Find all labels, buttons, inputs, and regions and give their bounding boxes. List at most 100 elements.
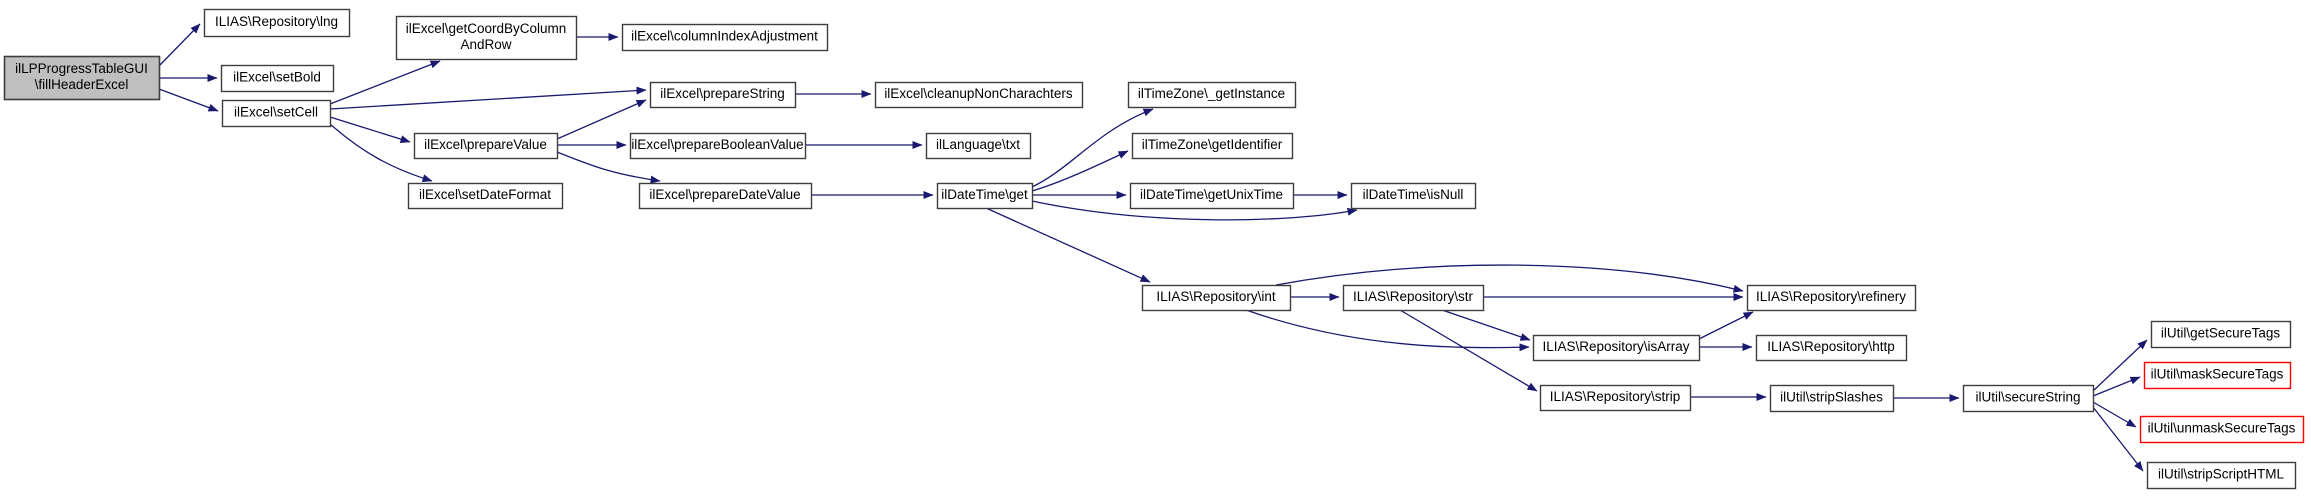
node-box-repository-lng[interactable] xyxy=(203,8,351,38)
node-box-util-unmask-secure-tags[interactable] xyxy=(2139,415,2305,444)
node-box-datetime-get[interactable] xyxy=(936,182,1034,210)
edge-secureString-to-getSecTags xyxy=(2092,339,2148,392)
node-box-datetime-get-unix-time[interactable] xyxy=(1129,182,1295,210)
node-label-repository-http: ILIAS\Repository\http xyxy=(1767,339,1895,354)
node-box-excel-prepare-string[interactable] xyxy=(649,81,797,109)
node-label-timezone-get-instance: ilTimeZone\_getInstance xyxy=(1138,86,1285,101)
node-box-excel-set-date-format[interactable] xyxy=(407,182,564,210)
node-label-datetime-get-unix-time: ilDateTime\getUnixTime xyxy=(1140,187,1283,202)
node-label-excel-cleanup-non-charachters: ilExcel\cleanupNonCharachters xyxy=(884,86,1073,101)
node-repository-is-array[interactable]: ILIAS\Repository\isArray xyxy=(1532,334,1701,362)
node-box-timezone-get-instance[interactable] xyxy=(1127,81,1297,109)
node-box-repository-int[interactable] xyxy=(1141,284,1292,312)
edge-get-to-int xyxy=(985,207,1151,283)
node-excel-column-index-adjustment[interactable]: ilExcel\columnIndexAdjustment xyxy=(621,23,829,52)
node-excel-cleanup-non-charachters[interactable]: ilExcel\cleanupNonCharachters xyxy=(874,81,1084,109)
node-box-util-strip-slashes[interactable] xyxy=(1769,384,1895,413)
edge-secureString-to-stripScriptHTML xyxy=(2092,406,2144,472)
node-label-repository-lng: ILIAS\Repository\lng xyxy=(215,14,338,29)
node-repository-strip[interactable]: ILIAS\Repository\strip xyxy=(1539,384,1692,412)
node-timezone-get-identifier[interactable]: ilTimeZone\getIdentifier xyxy=(1131,132,1294,160)
node-util-get-secure-tags[interactable]: ilUtil\getSecureTags xyxy=(2150,320,2292,349)
node-label-datetime-get: ilDateTime\get xyxy=(941,187,1028,202)
node-label-repository-int: ILIAS\Repository\int xyxy=(1156,289,1276,304)
edge-fill-to-setCell xyxy=(158,88,219,112)
node-repository-lng[interactable]: ILIAS\Repository\lng xyxy=(203,8,351,38)
node-label-excel-set-bold: ilExcel\setBold xyxy=(233,70,321,85)
node-excel-prepare-boolean-value[interactable]: ilExcel\prepareBooleanValue xyxy=(629,132,807,160)
node-box-timezone-get-identifier[interactable] xyxy=(1131,132,1294,160)
node-util-mask-secure-tags[interactable]: ilUtil\maskSecureTags xyxy=(2143,361,2292,390)
node-box-excel-set-bold[interactable] xyxy=(220,64,335,93)
edge-get-to-getIdent xyxy=(1031,150,1129,192)
node-label-excel-prepare-date-value: ilExcel\prepareDateValue xyxy=(649,187,800,202)
edge-int-to-isArray xyxy=(1245,309,1530,352)
node-fill-header-excel: ilLPProgressTableGUI\fillHeaderExcel xyxy=(3,55,161,101)
node-box-excel-column-index-adjustment[interactable] xyxy=(621,23,829,52)
node-label-util-strip-slashes: ilUtil\stripSlashes xyxy=(1780,390,1883,405)
node-label-excel-column-index-adjustment: ilExcel\columnIndexAdjustment xyxy=(631,29,818,44)
edge-secureString-to-unmaskSecTags xyxy=(2092,401,2137,428)
node-box-util-secure-string[interactable] xyxy=(1962,384,2095,413)
node-util-strip-slashes[interactable]: ilUtil\stripSlashes xyxy=(1769,384,1895,413)
node-box-language-txt[interactable] xyxy=(925,132,1032,160)
node-label-excel-set-cell: ilExcel\setCell xyxy=(234,105,318,120)
node-datetime-is-null[interactable]: ilDateTime\isNull xyxy=(1350,182,1477,210)
node-datetime-get[interactable]: ilDateTime\get xyxy=(936,182,1034,210)
node-box-excel-get-coord-by-column-and-row[interactable] xyxy=(395,15,578,61)
edge-isArray-to-refinery xyxy=(1698,311,1754,340)
node-label-fill-header-excel: ilLPProgressTableGUI\fillHeaderExcel xyxy=(15,61,148,92)
node-box-excel-prepare-date-value[interactable] xyxy=(638,182,813,210)
node-label-timezone-get-identifier: ilTimeZone\getIdentifier xyxy=(1142,137,1283,152)
node-box-repository-is-array[interactable] xyxy=(1532,334,1701,362)
node-box-util-strip-script-html[interactable] xyxy=(2146,461,2297,490)
node-box-excel-prepare-value[interactable] xyxy=(413,132,559,160)
node-box-util-mask-secure-tags[interactable] xyxy=(2143,361,2292,390)
node-label-util-secure-string: ilUtil\secureString xyxy=(1975,390,2080,405)
node-label-repository-is-array: ILIAS\Repository\isArray xyxy=(1542,339,1689,354)
node-excel-set-bold[interactable]: ilExcel\setBold xyxy=(220,64,335,93)
node-label-excel-set-date-format: ilExcel\setDateFormat xyxy=(419,187,551,202)
node-label-language-txt: ilLanguage\txt xyxy=(936,137,1020,152)
node-language-txt[interactable]: ilLanguage\txt xyxy=(925,132,1032,160)
node-box-excel-set-cell[interactable] xyxy=(221,99,332,128)
edge-str-to-strip xyxy=(1399,309,1538,392)
node-repository-int[interactable]: ILIAS\Repository\int xyxy=(1141,284,1292,312)
node-box-excel-prepare-boolean-value[interactable] xyxy=(629,132,807,160)
node-excel-set-date-format[interactable]: ilExcel\setDateFormat xyxy=(407,182,564,210)
edge-setCell-to-getCoord xyxy=(329,60,441,105)
node-repository-str[interactable]: ILIAS\Repository\str xyxy=(1342,284,1485,312)
node-datetime-get-unix-time[interactable]: ilDateTime\getUnixTime xyxy=(1129,182,1295,210)
node-box-repository-http[interactable] xyxy=(1755,334,1908,362)
node-label-repository-str: ILIAS\Repository\str xyxy=(1353,289,1474,304)
edge-secureString-to-maskSecTags xyxy=(2092,376,2141,397)
node-box-repository-str[interactable] xyxy=(1342,284,1485,312)
node-repository-refinery[interactable]: ILIAS\Repository\refinery xyxy=(1746,284,1917,312)
node-label-excel-prepare-boolean-value: ilExcel\prepareBooleanValue xyxy=(631,137,803,152)
node-label-util-get-secure-tags: ilUtil\getSecureTags xyxy=(2161,326,2281,341)
node-box-repository-refinery[interactable] xyxy=(1746,284,1917,312)
node-box-excel-cleanup-non-charachters[interactable] xyxy=(874,81,1084,109)
node-label-datetime-is-null: ilDateTime\isNull xyxy=(1363,187,1464,202)
node-timezone-get-instance[interactable]: ilTimeZone\_getInstance xyxy=(1127,81,1297,109)
node-label-repository-strip: ILIAS\Repository\strip xyxy=(1550,389,1681,404)
node-util-secure-string[interactable]: ilUtil\secureString xyxy=(1962,384,2095,413)
node-excel-prepare-value[interactable]: ilExcel\prepareValue xyxy=(413,132,559,160)
node-repository-http[interactable]: ILIAS\Repository\http xyxy=(1755,334,1908,362)
node-box-repository-strip[interactable] xyxy=(1539,384,1692,412)
edge-fill-to-lng xyxy=(158,23,201,67)
node-excel-prepare-string[interactable]: ilExcel\prepareString xyxy=(649,81,797,109)
node-excel-set-cell[interactable]: ilExcel\setCell xyxy=(221,99,332,128)
node-label-excel-prepare-value: ilExcel\prepareValue xyxy=(424,137,547,152)
node-box-util-get-secure-tags[interactable] xyxy=(2150,320,2292,349)
node-box-datetime-is-null[interactable] xyxy=(1350,182,1477,210)
node-excel-prepare-date-value[interactable]: ilExcel\prepareDateValue xyxy=(638,182,813,210)
edge-setCell-to-prepVal xyxy=(329,116,411,143)
node-label-util-strip-script-html: ilUtil\stripScriptHTML xyxy=(2158,467,2285,482)
node-util-unmask-secure-tags[interactable]: ilUtil\unmaskSecureTags xyxy=(2139,415,2305,444)
node-util-strip-script-html[interactable]: ilUtil\stripScriptHTML xyxy=(2146,461,2297,490)
